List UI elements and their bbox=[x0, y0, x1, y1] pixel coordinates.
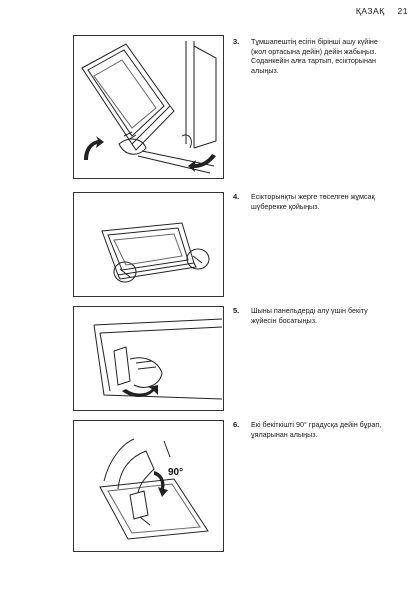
language-label: ҚАЗАҚ bbox=[355, 6, 385, 16]
oven-door-removal-drawing bbox=[81, 41, 217, 174]
step-instruction: Екі бекіткішті 90° градусқа дейін бұрап,… bbox=[251, 420, 382, 439]
step-4-illustration bbox=[73, 192, 224, 297]
page-number: 21 bbox=[397, 6, 408, 16]
page-header: ҚАЗАҚ 21 bbox=[356, 6, 408, 16]
step-instruction: Есікторынқты жерге төселген жұмсақ шүбер… bbox=[251, 192, 375, 211]
step-5-illustration bbox=[73, 306, 224, 411]
step-number: 3. bbox=[233, 37, 240, 46]
step-3-illustration bbox=[73, 35, 224, 179]
step-number: 6. bbox=[233, 420, 240, 429]
step-6-illustration: 90° bbox=[73, 420, 224, 552]
turn-fastener-drawing: 90° bbox=[99, 438, 209, 540]
release-fastening-drawing bbox=[93, 318, 223, 400]
door-on-cloth-drawing bbox=[101, 222, 210, 283]
step-instruction: Шыны панельдерді алу үшін бекіту жүйесін… bbox=[251, 306, 368, 325]
step-instruction: Тұмшапештің есігін бірінші ашу күйіне (ж… bbox=[251, 37, 378, 76]
step-number: 5. bbox=[233, 306, 240, 315]
rotation-angle-label: 90° bbox=[168, 467, 183, 478]
step-number: 4. bbox=[233, 192, 240, 201]
